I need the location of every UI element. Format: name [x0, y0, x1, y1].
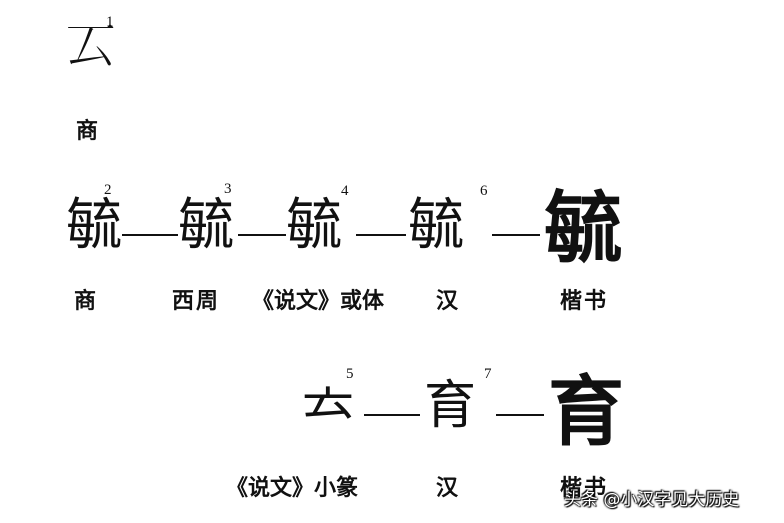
- glyph-number-1: 1: [106, 14, 114, 30]
- watermark-text: 头条 @小汉字见大历史: [564, 490, 740, 510]
- glyph-han-6: 毓: [408, 193, 464, 258]
- dash-3-4: [238, 234, 286, 236]
- dash-5-7: [364, 414, 420, 416]
- label-shang-1: 商: [76, 118, 101, 144]
- glyph-number-7: 7: [484, 366, 492, 382]
- label-han-3: 汉: [436, 475, 461, 501]
- glyph-number-4: 4: [341, 183, 349, 199]
- glyph-shang-2: 毓: [66, 193, 122, 258]
- glyph-kaishu-yu: 毓: [544, 183, 623, 274]
- glyph-xiaozhuan-5: 𠫓: [302, 376, 355, 436]
- dash-4-5: [356, 234, 406, 236]
- label-shuowen-xiaozhuan: 《说文》小篆: [226, 475, 359, 501]
- glyph-han-7: 育: [424, 376, 477, 436]
- glyph-number-3: 3: [224, 181, 232, 197]
- label-kaishu-3: 楷书: [560, 475, 609, 501]
- oracle-glyph-shang-1: 𠫔: [64, 18, 117, 78]
- label-han-2: 汉: [436, 288, 461, 314]
- dash-6-final: [492, 234, 540, 236]
- glyph-number-5: 5: [346, 366, 354, 382]
- glyph-xizhou-3: 毓: [178, 193, 234, 258]
- label-xizhou: 西周: [172, 288, 221, 314]
- dash-2-3: [122, 234, 178, 236]
- label-shang-2: 商: [74, 288, 99, 314]
- glyph-number-2: 2: [104, 182, 112, 198]
- label-shuowen-variant: 《说文》或体: [252, 288, 385, 314]
- glyph-number-6: 6: [480, 183, 488, 199]
- label-kaishu-2: 楷书: [560, 288, 609, 314]
- glyph-kaishu-yu-2: 育: [548, 367, 624, 456]
- glyph-shuowen-variant-4: 毓: [286, 193, 342, 258]
- dash-7-final: [496, 414, 544, 416]
